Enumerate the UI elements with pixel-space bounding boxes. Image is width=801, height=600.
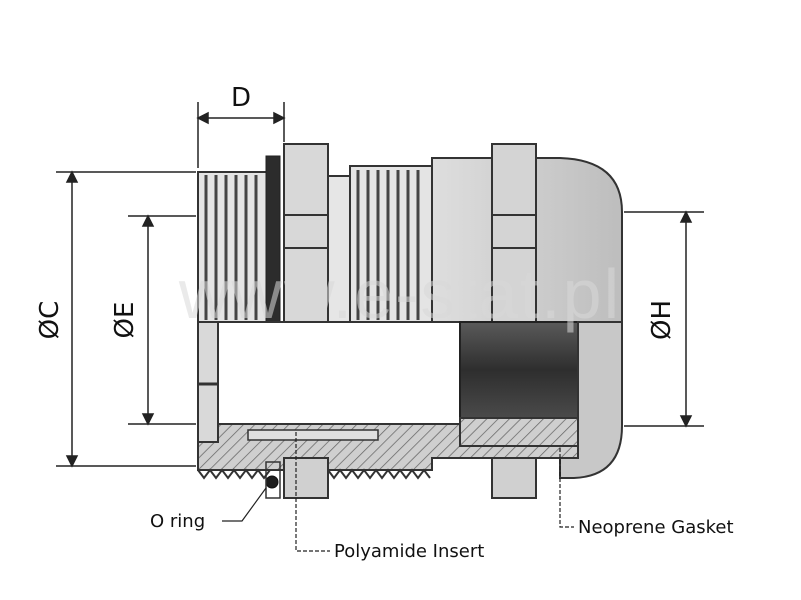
hex-nut-right-lower bbox=[491, 457, 537, 499]
dimension-c-label: ØC bbox=[35, 301, 65, 340]
polyamide-insert-label: Polyamide Insert bbox=[334, 541, 484, 562]
inner-bore bbox=[217, 321, 461, 425]
dimension-lines bbox=[56, 102, 704, 468]
neoprene-gasket-label: Neoprene Gasket bbox=[578, 517, 734, 538]
dimension-d-label: D bbox=[231, 83, 251, 113]
middle-thread-ridges bbox=[356, 170, 420, 320]
gasket-base-hatch bbox=[459, 417, 579, 447]
gland-cross-section bbox=[197, 321, 623, 499]
callout-leaders bbox=[222, 432, 574, 552]
o-ring-label: O ring bbox=[150, 511, 205, 532]
dimension-h-label: ØH bbox=[647, 300, 677, 340]
neoprene-gasket bbox=[459, 321, 579, 419]
gland-upper-body bbox=[197, 143, 623, 323]
bore-left-wall bbox=[197, 321, 219, 443]
dimension-e-label: ØE bbox=[110, 302, 140, 339]
left-thread-ridges bbox=[204, 175, 258, 320]
bottom-thread bbox=[197, 468, 431, 480]
hex-nut-left-lower bbox=[283, 457, 329, 499]
watermark: www.e-stat.pl bbox=[178, 255, 621, 333]
left-thread-section bbox=[197, 171, 271, 323]
o-ring-groove bbox=[265, 461, 281, 499]
o-ring bbox=[265, 475, 279, 489]
polyamide-insert-bar bbox=[247, 429, 379, 441]
